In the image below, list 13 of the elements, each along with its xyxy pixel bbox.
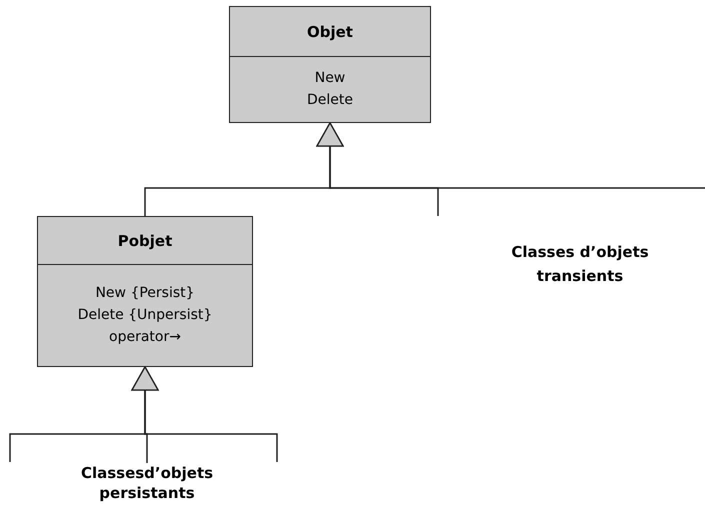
class-box (37, 216, 253, 367)
operation-text: New (314, 69, 346, 88)
operation-text: New {Persist} (95, 284, 195, 303)
operation-text: Delete (307, 91, 353, 110)
operation-text: operator→ (109, 328, 181, 347)
class-group-label: Classes d’objets transients (510, 242, 650, 287)
class-name: Pobjet (38, 217, 252, 265)
class-box (229, 6, 431, 123)
class-name: Objet (230, 7, 430, 57)
inheritance-arrow (131, 366, 278, 462)
class-group-label: Classesd’objets persistants (36, 463, 258, 513)
inheritance-arrow (316, 122, 705, 189)
operation-text: Delete {Unpersist} (78, 306, 212, 325)
